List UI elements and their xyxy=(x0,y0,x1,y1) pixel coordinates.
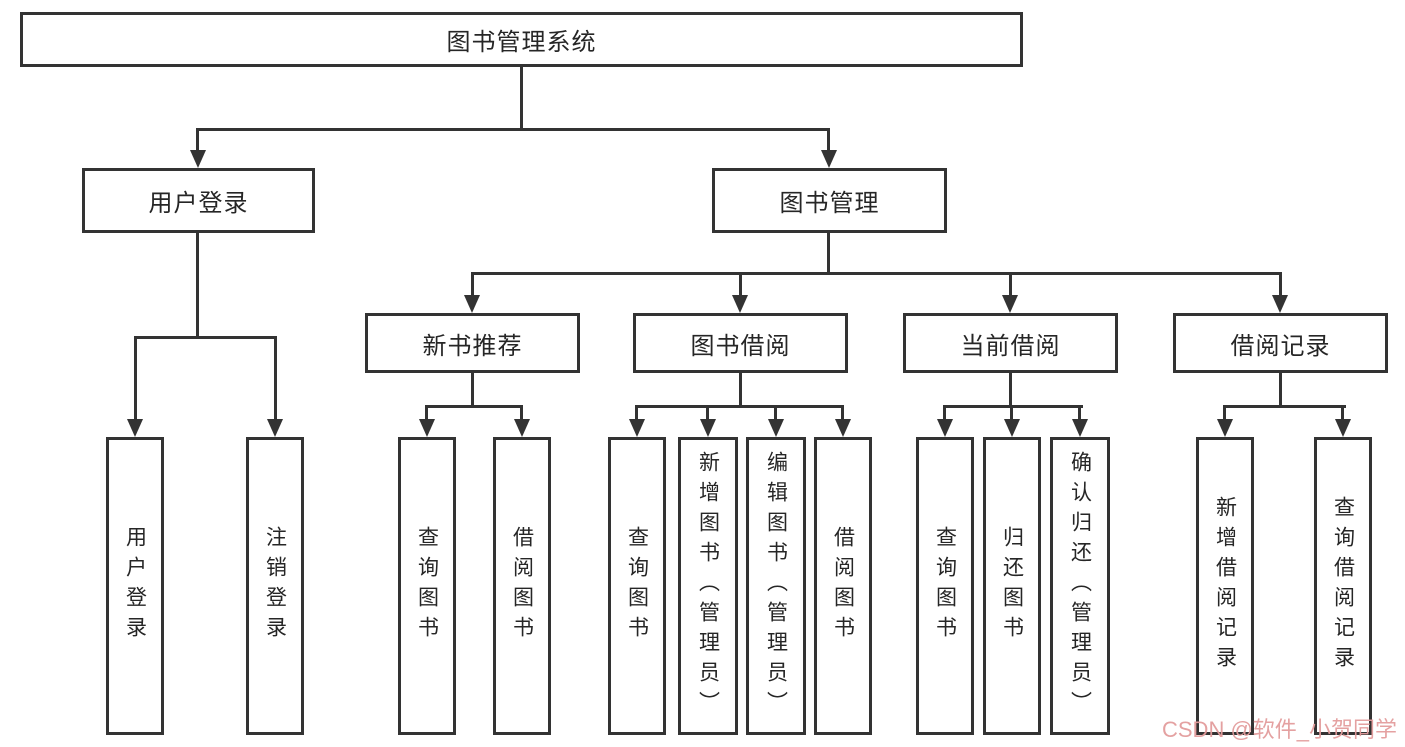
node-root-label: 图书管理系统 xyxy=(446,29,597,56)
node-book-management: 图书管理 xyxy=(712,168,947,233)
connector-mgmt-arm-4 xyxy=(1279,272,1282,297)
arrowhead-down-icon xyxy=(821,150,837,168)
node-user-login: 用户登录 xyxy=(82,168,315,233)
connector-login-bar xyxy=(134,336,277,339)
connector-borrowing-arm-3 xyxy=(774,405,777,421)
node-current-borrowing-label: 当前借阅 xyxy=(960,332,1061,360)
arrowhead-down-icon xyxy=(937,419,953,437)
arrowhead-down-icon xyxy=(514,419,530,437)
leaf-return-books-label: 归还图书 xyxy=(1000,526,1024,646)
node-new-book-recommend-label: 新书推荐 xyxy=(422,332,523,360)
node-book-management-label: 图书管理 xyxy=(779,190,880,217)
arrowhead-down-icon xyxy=(1217,419,1233,437)
leaf-edit-books-admin-label: 编辑图书（管理员） xyxy=(764,451,788,721)
connector-login-arm-2 xyxy=(274,336,277,421)
node-root: 图书管理系统 xyxy=(20,12,1023,67)
csdn-watermark: CSDN @软件_小贺同学 xyxy=(1162,717,1398,742)
connector-root-stem xyxy=(520,67,523,128)
leaf-borrow-books-1: 借阅图书 xyxy=(493,437,551,735)
connector-records-arm-1 xyxy=(1223,405,1226,421)
connector-mgmt-arm-2 xyxy=(739,272,742,297)
connector-borrowing-bar xyxy=(635,405,844,408)
leaf-user-logout: 注销登录 xyxy=(246,437,304,735)
node-book-borrowing-label: 图书借阅 xyxy=(690,332,791,360)
connector-recommend-arm-1 xyxy=(425,405,428,421)
leaf-add-borrow-record: 新增借阅记录 xyxy=(1196,437,1254,735)
connector-current-arm-2 xyxy=(1010,405,1013,421)
connector-borrowing-arm-4 xyxy=(841,405,844,421)
connector-root-bar xyxy=(196,128,830,131)
leaf-query-borrow-record: 查询借阅记录 xyxy=(1314,437,1372,735)
node-user-login-label: 用户登录 xyxy=(148,190,249,217)
arrowhead-down-icon xyxy=(732,295,748,313)
connector-current-arm-3 xyxy=(1078,405,1081,421)
leaf-query-books-3: 查询图书 xyxy=(916,437,974,735)
leaf-confirm-return-admin-label: 确认归还（管理员） xyxy=(1068,451,1092,721)
arrowhead-down-icon xyxy=(1335,419,1351,437)
arrowhead-down-icon xyxy=(1002,295,1018,313)
connector-current-stem xyxy=(1009,373,1012,408)
node-borrowing-records-label: 借阅记录 xyxy=(1230,332,1331,360)
connector-borrowing-arm-1 xyxy=(635,405,638,421)
leaf-query-books-1-label: 查询图书 xyxy=(415,526,439,646)
leaf-query-books-3-label: 查询图书 xyxy=(933,526,957,646)
node-new-book-recommend: 新书推荐 xyxy=(365,313,580,373)
connector-recommend-stem xyxy=(471,373,474,408)
arrowhead-down-icon xyxy=(127,419,143,437)
leaf-confirm-return-admin: 确认归还（管理员） xyxy=(1050,437,1110,735)
leaf-query-books-2-label: 查询图书 xyxy=(625,526,649,646)
node-borrowing-records: 借阅记录 xyxy=(1173,313,1388,373)
connector-mgmt-arm-3 xyxy=(1009,272,1012,297)
leaf-edit-books-admin: 编辑图书（管理员） xyxy=(746,437,806,735)
connector-current-arm-1 xyxy=(943,405,946,421)
connector-mgmt-arm-1 xyxy=(471,272,474,297)
connector-records-arm-2 xyxy=(1341,405,1344,421)
leaf-query-books-1: 查询图书 xyxy=(398,437,456,735)
connector-records-bar xyxy=(1223,405,1346,408)
arrowhead-down-icon xyxy=(1272,295,1288,313)
connector-recommend-bar xyxy=(425,405,523,408)
leaf-return-books: 归还图书 xyxy=(983,437,1041,735)
connector-current-bar xyxy=(943,405,1083,408)
arrowhead-down-icon xyxy=(1004,419,1020,437)
arrowhead-down-icon xyxy=(700,419,716,437)
leaf-user-login: 用户登录 xyxy=(106,437,164,735)
leaf-borrow-books-2-label: 借阅图书 xyxy=(831,526,855,646)
connector-recommend-arm-2 xyxy=(520,405,523,421)
leaf-borrow-books-1-label: 借阅图书 xyxy=(510,526,534,646)
node-book-borrowing: 图书借阅 xyxy=(633,313,848,373)
leaf-add-books-admin: 新增图书（管理员） xyxy=(678,437,738,735)
leaf-query-borrow-record-label: 查询借阅记录 xyxy=(1331,496,1355,676)
leaf-add-books-admin-label: 新增图书（管理员） xyxy=(696,451,720,721)
connector-login-arm-1 xyxy=(134,336,137,421)
connector-root-arm-right xyxy=(827,128,830,154)
leaf-borrow-books-2: 借阅图书 xyxy=(814,437,872,735)
arrowhead-down-icon xyxy=(835,419,851,437)
arrowhead-down-icon xyxy=(768,419,784,437)
arrowhead-down-icon xyxy=(267,419,283,437)
arrowhead-down-icon xyxy=(190,150,206,168)
leaf-query-books-2: 查询图书 xyxy=(608,437,666,735)
connector-login-stem xyxy=(196,233,199,338)
node-current-borrowing: 当前借阅 xyxy=(903,313,1118,373)
connector-records-stem xyxy=(1279,373,1282,408)
arrowhead-down-icon xyxy=(629,419,645,437)
arrowhead-down-icon xyxy=(464,295,480,313)
arrowhead-down-icon xyxy=(1072,419,1088,437)
leaf-add-borrow-record-label: 新增借阅记录 xyxy=(1213,496,1237,676)
connector-borrowing-stem xyxy=(739,373,742,408)
connector-mgmt-bar xyxy=(471,272,1282,275)
leaf-user-login-label: 用户登录 xyxy=(123,526,147,646)
leaf-user-logout-label: 注销登录 xyxy=(263,526,287,646)
connector-root-arm-left xyxy=(196,128,199,154)
arrowhead-down-icon xyxy=(419,419,435,437)
connector-borrowing-arm-2 xyxy=(706,405,709,421)
connector-mgmt-stem xyxy=(827,233,830,275)
